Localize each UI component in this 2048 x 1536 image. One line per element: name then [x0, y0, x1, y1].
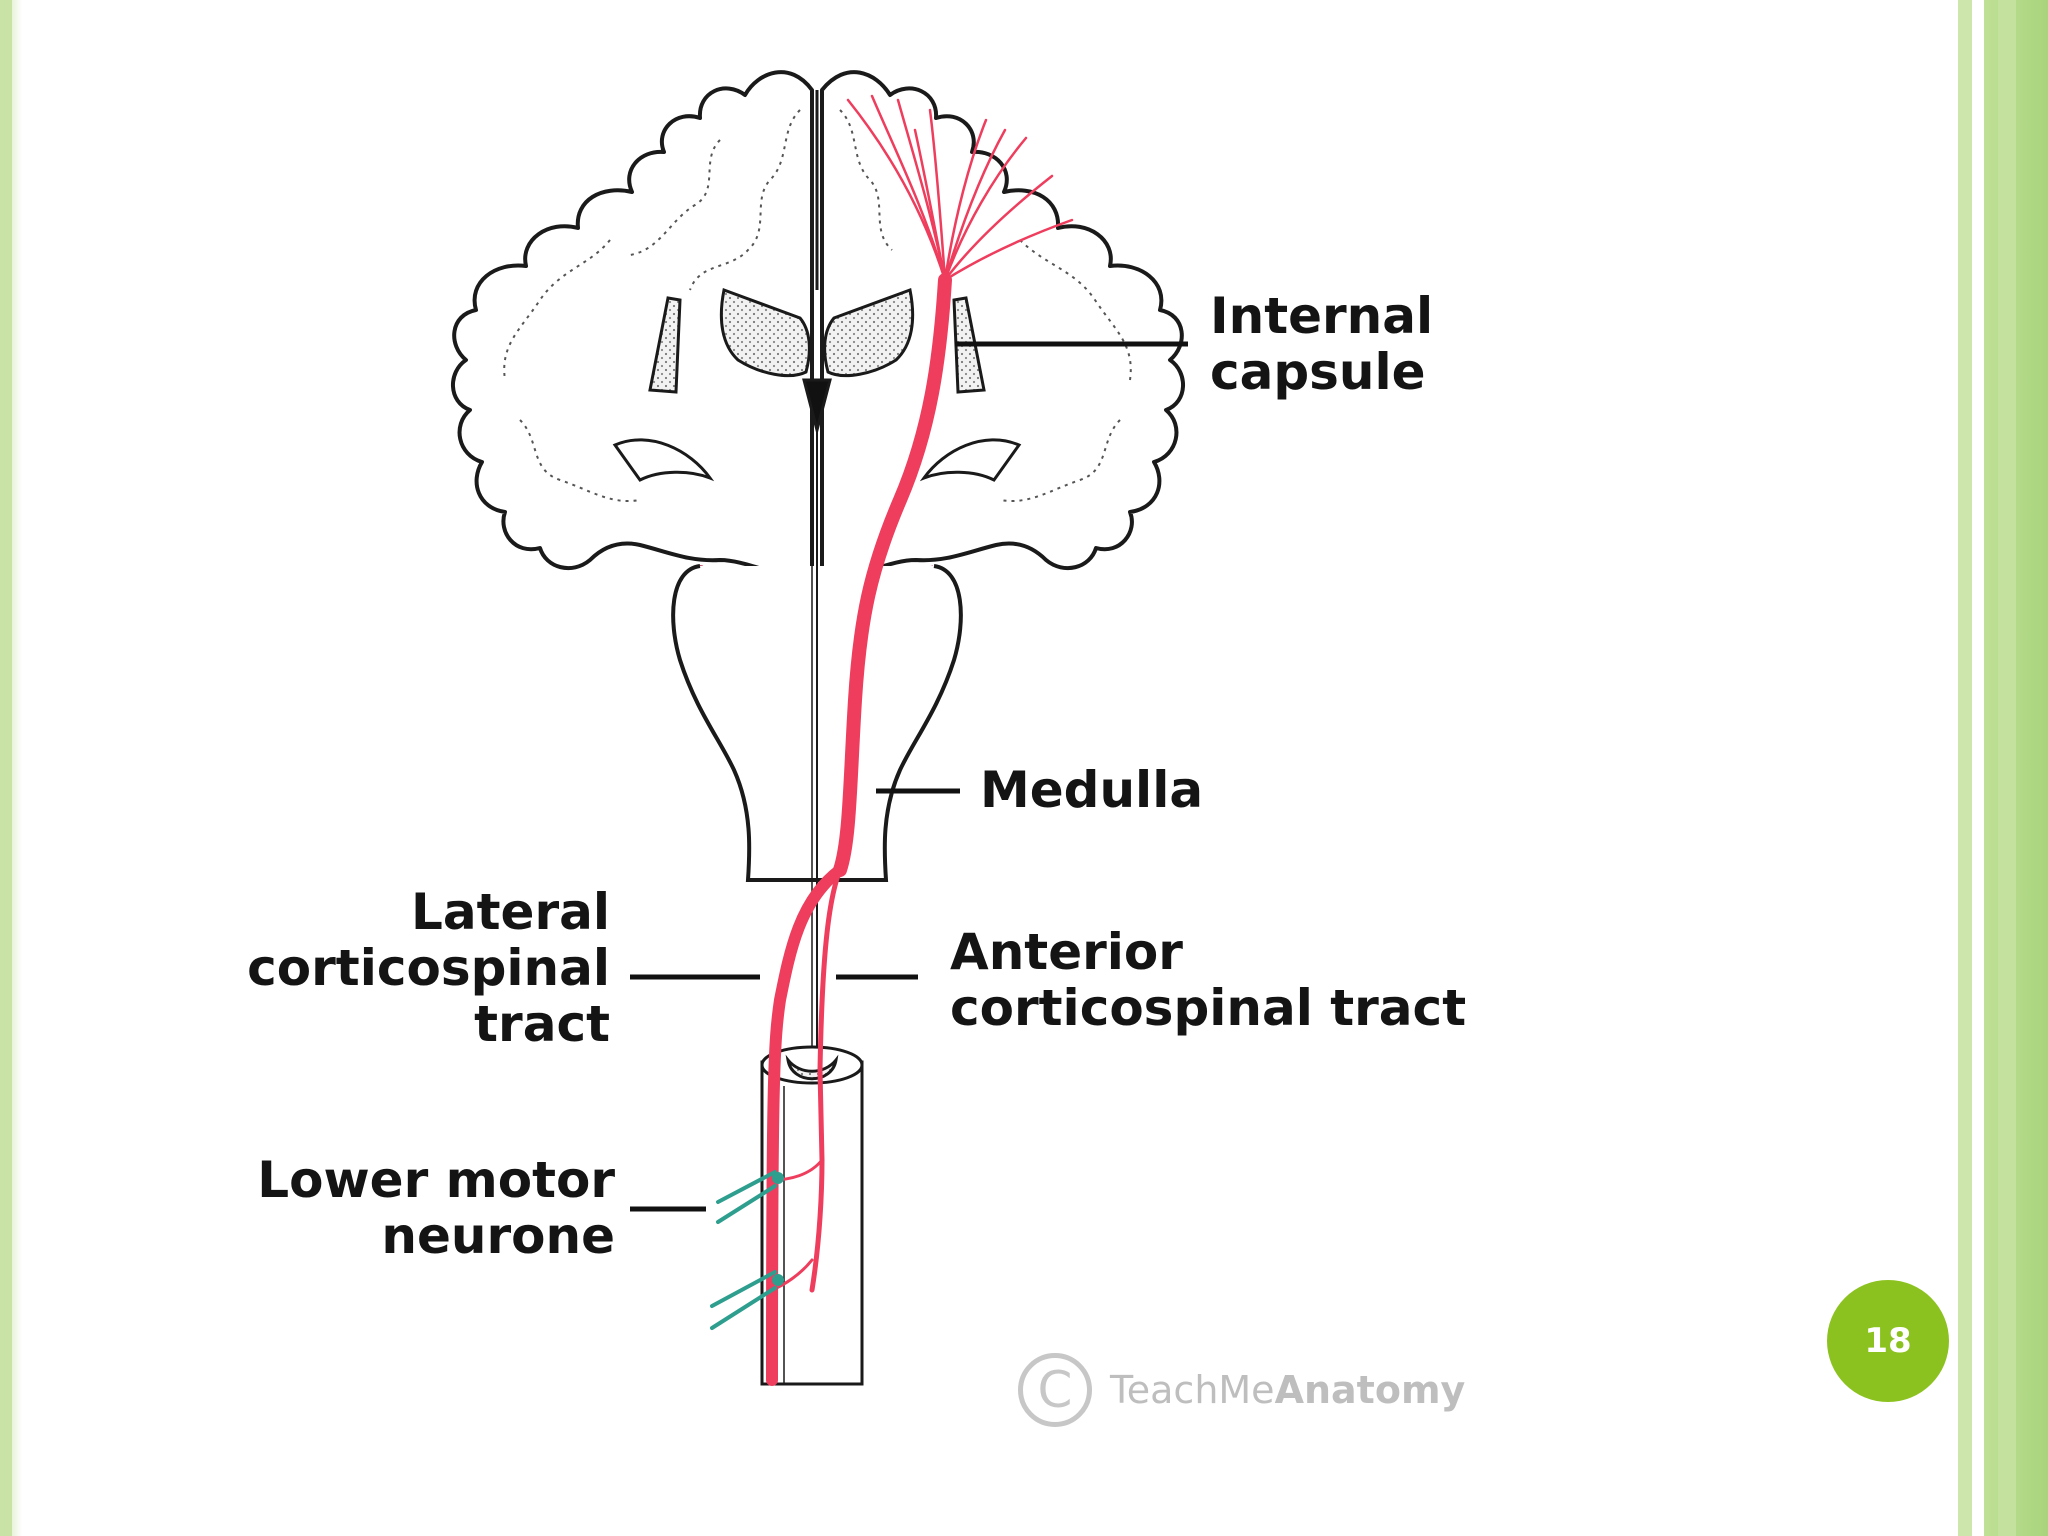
watermark-prefix: TeachMe	[1110, 1368, 1275, 1412]
label-line: Internal	[1210, 287, 1434, 345]
spinal-cord	[760, 1045, 864, 1386]
teachmeanatomy-watermark: C TeachMeAnatomy	[1018, 1350, 1465, 1430]
label-line: tract	[474, 995, 610, 1053]
corticospinal-tract	[766, 94, 1074, 1386]
lower-motor-neurones	[710, 1170, 784, 1330]
label-line: neurone	[381, 1207, 615, 1265]
slide-frame-left	[0, 0, 22, 1536]
label-line: Lateral	[411, 883, 610, 941]
label-line: Anterior	[950, 923, 1183, 981]
label-lower-motor-neurone: Lower motor neurone	[230, 1152, 615, 1264]
label-line: corticospinal tract	[950, 979, 1467, 1037]
label-lateral-corticospinal-tract: Lateral corticospinal tract	[230, 884, 610, 1052]
label-line: Lower motor	[257, 1151, 615, 1209]
label-line: capsule	[1210, 343, 1426, 401]
label-line: Medulla	[980, 761, 1204, 819]
slide-frame-right-outer	[1984, 0, 2048, 1536]
copyright-icon: C	[1018, 1353, 1092, 1427]
watermark-bold: Anatomy	[1274, 1368, 1466, 1412]
label-medulla: Medulla	[980, 762, 1203, 818]
label-internal-capsule: Internal capsule	[1210, 288, 1433, 400]
label-line: corticospinal	[247, 939, 610, 997]
watermark-text: TeachMeAnatomy	[1110, 1368, 1465, 1412]
label-anterior-corticospinal-tract: Anterior corticospinal tract	[950, 924, 1466, 1036]
deep-structures	[612, 287, 1022, 482]
slide-frame-gap	[1972, 0, 1984, 1536]
page-number-badge: 18	[1827, 1280, 1949, 1402]
leader-lines	[630, 341, 1188, 1212]
slide-frame-right	[1958, 0, 1972, 1536]
